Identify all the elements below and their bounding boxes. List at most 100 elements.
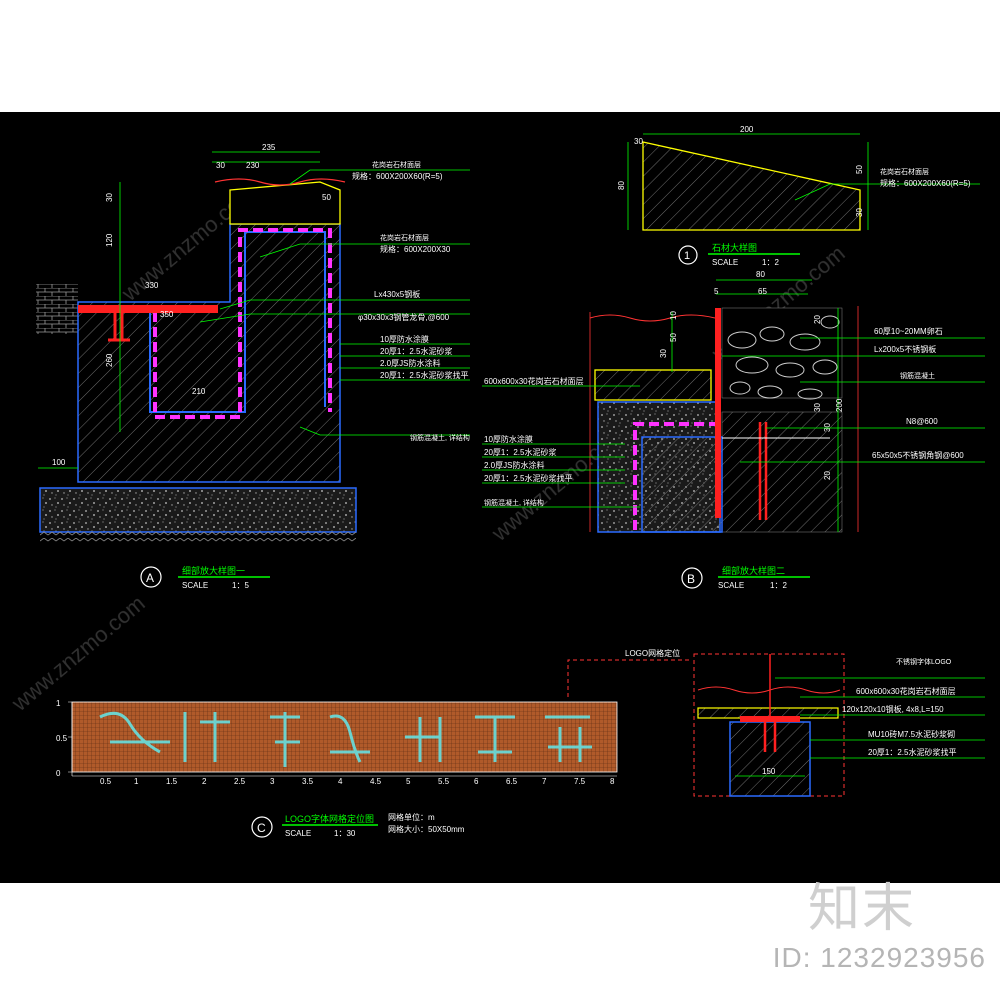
note: 600x600x30花岗岩石材面层 bbox=[856, 686, 956, 696]
dim-label: 350 bbox=[160, 310, 174, 319]
dim-label: 235 bbox=[262, 143, 276, 152]
dim-label: 5 bbox=[714, 287, 719, 296]
unit-note: 网格单位：m bbox=[388, 812, 435, 822]
dimension-lines bbox=[38, 151, 320, 469]
axis-tick: 4 bbox=[338, 777, 343, 786]
note: 钢筋混凝土, 详结构 bbox=[484, 498, 544, 507]
stone-cap bbox=[229, 181, 341, 225]
logo-grid bbox=[71, 701, 618, 773]
axis-tick: 6 bbox=[474, 777, 479, 786]
note: 花岗岩石材面层 bbox=[880, 167, 929, 176]
logo-glyphs bbox=[99, 711, 592, 767]
channel-outline bbox=[149, 231, 326, 413]
dim-label: 20 bbox=[823, 471, 832, 480]
note: φ30x30x3钢管龙骨,@600 bbox=[358, 312, 450, 322]
dim-label: 30 bbox=[659, 349, 668, 358]
dim-label: 120 bbox=[105, 233, 114, 247]
scale-label: SCALE bbox=[182, 581, 208, 590]
axis-tick: 0 bbox=[56, 769, 61, 778]
note: 钢筋混凝土, 详结构 bbox=[410, 433, 470, 442]
note: 65x50x5不锈钢角钢@600 bbox=[872, 450, 964, 460]
leader-lines bbox=[775, 677, 985, 759]
watermark-text: www.znzmo.com bbox=[6, 591, 149, 717]
stone-slab bbox=[594, 369, 712, 401]
note: Lx200x5不锈钢板 bbox=[874, 344, 936, 354]
leader-lines bbox=[482, 337, 985, 508]
note: 120x120x10钢板, 4x8,L=150 bbox=[842, 704, 944, 714]
note: 10厚防水涂膜 bbox=[380, 334, 429, 344]
note: 600x600x30花岗岩石材面层 bbox=[484, 376, 584, 386]
detail-b: 80 5 65 10 30 50 20 30 200 30 20 60厚10~2… bbox=[482, 270, 985, 590]
axis-tick: 7.5 bbox=[574, 777, 586, 786]
dim-label: 50 bbox=[669, 333, 678, 342]
scale-value: 1：5 bbox=[232, 581, 249, 590]
detail-marker-letter: B bbox=[687, 572, 695, 586]
axis-tick: 7 bbox=[542, 777, 547, 786]
dim-label: 30 bbox=[813, 403, 822, 412]
note: N8@600 bbox=[906, 417, 938, 426]
waterproof-layer bbox=[633, 422, 718, 530]
dim-label: 80 bbox=[617, 181, 626, 190]
dim-label: 260 bbox=[105, 353, 114, 367]
dim-label: 30 bbox=[105, 193, 114, 202]
axis-tick: 5.5 bbox=[438, 777, 450, 786]
steel-anchor bbox=[108, 313, 130, 342]
note: 60厚10~20MM卵石 bbox=[874, 326, 943, 336]
detail-marker-letter: A bbox=[146, 571, 154, 585]
detail-marker-letter: C bbox=[257, 821, 266, 835]
steel-plate bbox=[78, 305, 218, 313]
note: 花岗岩石材面层 bbox=[372, 160, 421, 169]
detail-title: 细部放大样图二 bbox=[722, 565, 785, 576]
note: 20厚1：2.5水泥砂浆 bbox=[484, 447, 556, 457]
dim-label: 65 bbox=[758, 287, 767, 296]
leader-lines bbox=[199, 169, 470, 436]
dim-label: 100 bbox=[52, 458, 66, 467]
dim-label: 200 bbox=[835, 398, 844, 412]
image-id: ID: 1232923956 bbox=[772, 942, 986, 973]
dim-label: 30 bbox=[216, 161, 225, 170]
steel-plate bbox=[740, 716, 800, 722]
axis-tick: 3.5 bbox=[302, 777, 314, 786]
axis-tick: 4.5 bbox=[370, 777, 382, 786]
axis-tick: 2.5 bbox=[234, 777, 246, 786]
compacted-soil bbox=[40, 532, 356, 544]
scale-value: 1：30 bbox=[334, 829, 356, 838]
detail-a: 235 30 230 50 120 30 330 350 260 210 100… bbox=[36, 143, 470, 590]
scale-label: SCALE bbox=[712, 258, 738, 267]
axis-tick: 3 bbox=[270, 777, 275, 786]
axis-tick: 8 bbox=[610, 777, 615, 786]
scale-value: 1：2 bbox=[762, 258, 779, 267]
axis-tick: 1 bbox=[134, 777, 139, 786]
note: 规格：600X200X60(R=5) bbox=[352, 171, 443, 181]
dim-label: 230 bbox=[246, 161, 260, 170]
brick-base bbox=[729, 721, 811, 797]
brand-logo: 知末 bbox=[808, 879, 917, 939]
note: Lx430x5钢板 bbox=[374, 289, 420, 299]
detail-c: 1 0.5 0 0.5 1 1.5 2 2.5 3 3.5 4 4.5 5 5.… bbox=[56, 648, 985, 838]
note: MU10砖M7.5水泥砂浆砌 bbox=[868, 729, 955, 739]
note: 规格：600X200X30 bbox=[380, 244, 451, 254]
cap-break-line bbox=[214, 178, 346, 186]
dim-label: 50 bbox=[855, 165, 864, 174]
note: 20厚1：2.5水泥砂浆找平 bbox=[380, 370, 468, 380]
dim-label: 30 bbox=[634, 137, 643, 146]
cad-drawing-canvas: www.znzmo.com www.znzmo.com www.znzmo.co… bbox=[0, 112, 1000, 883]
detail-title: LOGO字体网格定位图 bbox=[285, 813, 374, 824]
scale-label: SCALE bbox=[285, 829, 311, 838]
scale-label: SCALE bbox=[718, 581, 744, 590]
note: 2.0厚JS防水涂料 bbox=[380, 358, 440, 368]
note: 不锈钢字体LOGO bbox=[896, 657, 952, 666]
detail-marker-number: 1 bbox=[684, 250, 690, 262]
concrete-body bbox=[77, 223, 341, 483]
axis-tick: 2 bbox=[202, 777, 207, 786]
note: 花岗岩石材面层 bbox=[380, 233, 429, 242]
gravel-base bbox=[39, 487, 357, 533]
note: 20厚1：2.5水泥砂浆 bbox=[380, 346, 452, 356]
dim-label: 210 bbox=[192, 387, 206, 396]
note: 钢筋混凝土 bbox=[900, 371, 935, 380]
stone-profile bbox=[642, 141, 861, 231]
pebble-layer bbox=[727, 315, 840, 400]
dim-label: 80 bbox=[756, 270, 765, 279]
detail-title: 细部放大样图一 bbox=[182, 565, 245, 576]
axis-tick: 0.5 bbox=[56, 734, 68, 743]
